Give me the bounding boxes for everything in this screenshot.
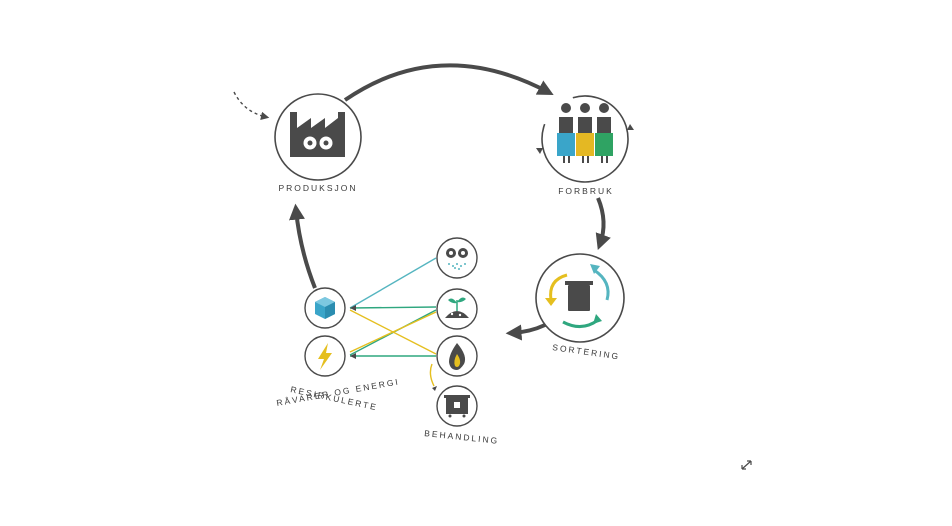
consumption-label: FORBRUK <box>558 186 614 196</box>
process-energy-node <box>436 335 478 377</box>
waste-container-icon <box>444 395 470 418</box>
arrow-consumption-to-sorting <box>595 197 611 251</box>
process-bio-node <box>436 288 478 330</box>
arrowhead-cube <box>350 305 356 311</box>
recycling-bin-icon <box>545 264 610 328</box>
material-output-node <box>304 287 346 329</box>
arrow-production-to-consumption <box>343 63 554 102</box>
arrowhead-treatment <box>432 386 437 391</box>
sprout-icon <box>445 297 469 318</box>
factory-icon <box>290 112 345 157</box>
treatment-node: BEHANDLING <box>424 385 500 446</box>
connector-lines <box>349 257 437 387</box>
treatment-label: BEHANDLING <box>424 428 500 446</box>
arrowhead-lightning <box>350 353 356 359</box>
people-icon <box>557 103 613 163</box>
flame-icon <box>449 343 466 370</box>
production-node: PRODUKSJON <box>274 93 362 193</box>
production-label: PRODUKSJON <box>278 183 357 193</box>
expand-icon[interactable] <box>741 460 752 470</box>
granulate-icon <box>446 248 468 270</box>
line-sprout-to-cube <box>349 306 437 309</box>
lightning-icon <box>318 343 332 370</box>
sorting-node: SORTERING <box>535 253 625 361</box>
consumption-node: FORBRUK <box>536 95 634 196</box>
energy-output-node <box>304 335 346 377</box>
sorting-label: SORTERING <box>552 342 621 361</box>
line-lightning-to-sprout <box>349 311 437 353</box>
line-granulate-to-cube <box>349 257 437 309</box>
cube-icon <box>315 297 335 319</box>
process-material-node <box>436 237 478 279</box>
arrow-recycled-to-production <box>288 203 317 289</box>
input-dashed-arrow <box>233 91 270 120</box>
line-flame-to-treatment <box>429 363 435 387</box>
arrow-sorting-to-processes <box>505 323 546 341</box>
